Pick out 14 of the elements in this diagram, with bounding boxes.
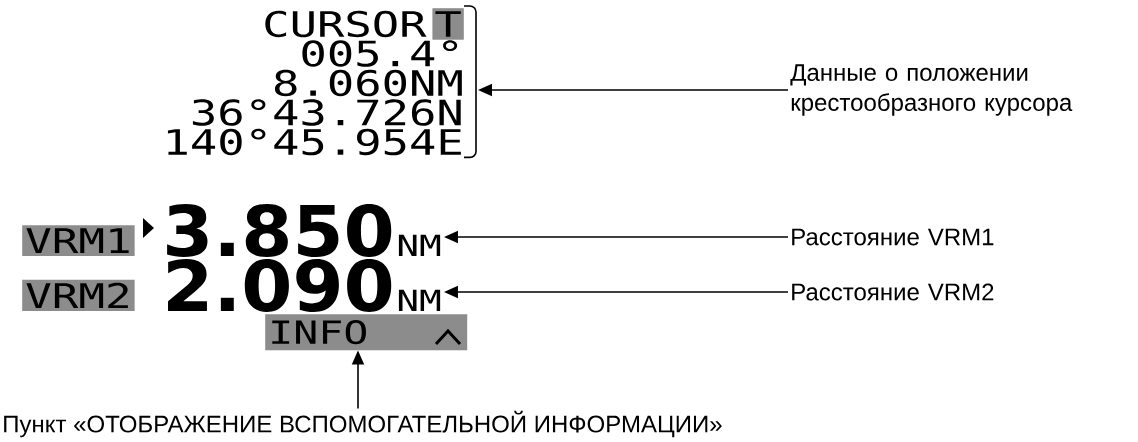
node-label: CURSOR bbox=[265, 10, 427, 38]
callout-text: Данные о положении крестообразного курсора bbox=[790, 64, 1073, 116]
cursor-readout: CURSOR T 005.4° 8.060NM 36°43.726N 140°45.954E bbox=[167, 8, 464, 156]
callout-text: Расстояние VRM2 bbox=[792, 283, 994, 301]
node-label: 005.4° bbox=[302, 40, 458, 67]
callout-text: Пункт «ОТОБРАЖЕНИЕ ВСПОМОГАТЕЛЬНОЙ ИНФОРМАЦИИ» bbox=[4, 410, 722, 438]
true-mode-badge: T bbox=[432, 8, 464, 40]
callout-text: Расстояние VRM1 bbox=[792, 228, 994, 246]
node-label: 140°45.954E bbox=[167, 128, 461, 156]
vrm-label: VRM2 bbox=[22, 279, 135, 311]
vrm-label: VRM1 bbox=[22, 225, 135, 256]
node-label: 36°43.726N bbox=[192, 99, 461, 126]
node-label: 8.060NM bbox=[274, 69, 462, 97]
info-bar: INFO bbox=[265, 314, 468, 351]
